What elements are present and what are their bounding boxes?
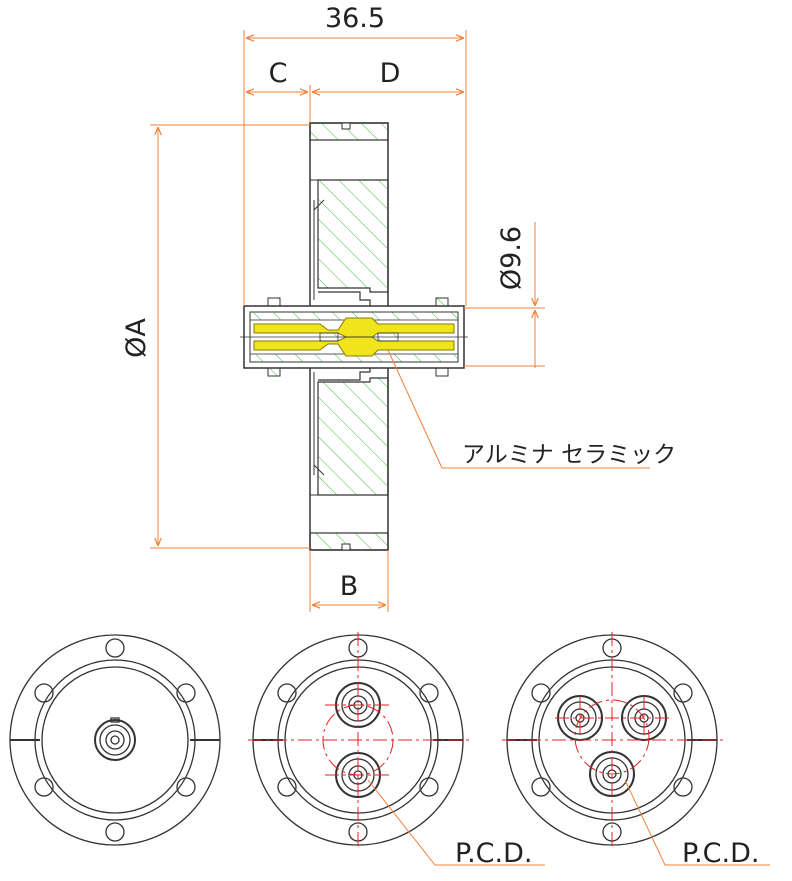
dim-phi-a-label: ØA <box>121 318 152 358</box>
dim-c-label: C <box>269 58 288 89</box>
pcd-label-3pin: P.C.D. <box>682 838 759 869</box>
dim-b-label: B <box>340 571 359 602</box>
center-conductor-upper <box>253 317 455 338</box>
front-view-single-pin <box>9 634 221 846</box>
dimension-lines <box>150 30 650 612</box>
single-connector <box>94 719 136 761</box>
flange-lower-section <box>317 377 389 496</box>
overall-length-label: 36.5 <box>325 3 385 34</box>
dimension-labels: 36.5 C D ØA Ø9.6 B アルミナ セラミック <box>121 3 676 602</box>
dim-phi-9-6-label: Ø9.6 <box>496 226 527 290</box>
dim-d-label: D <box>380 58 401 89</box>
front-view-two-pin: P.C.D. <box>248 632 545 869</box>
insulator-label: アルミナ セラミック <box>462 442 676 468</box>
pcd-label-2pin: P.C.D. <box>455 838 532 869</box>
front-view-three-pin: P.C.D. <box>502 632 770 869</box>
side-section-view <box>240 122 468 551</box>
flange-upper-section <box>317 179 389 293</box>
pcd-circle-3pin <box>574 699 650 775</box>
